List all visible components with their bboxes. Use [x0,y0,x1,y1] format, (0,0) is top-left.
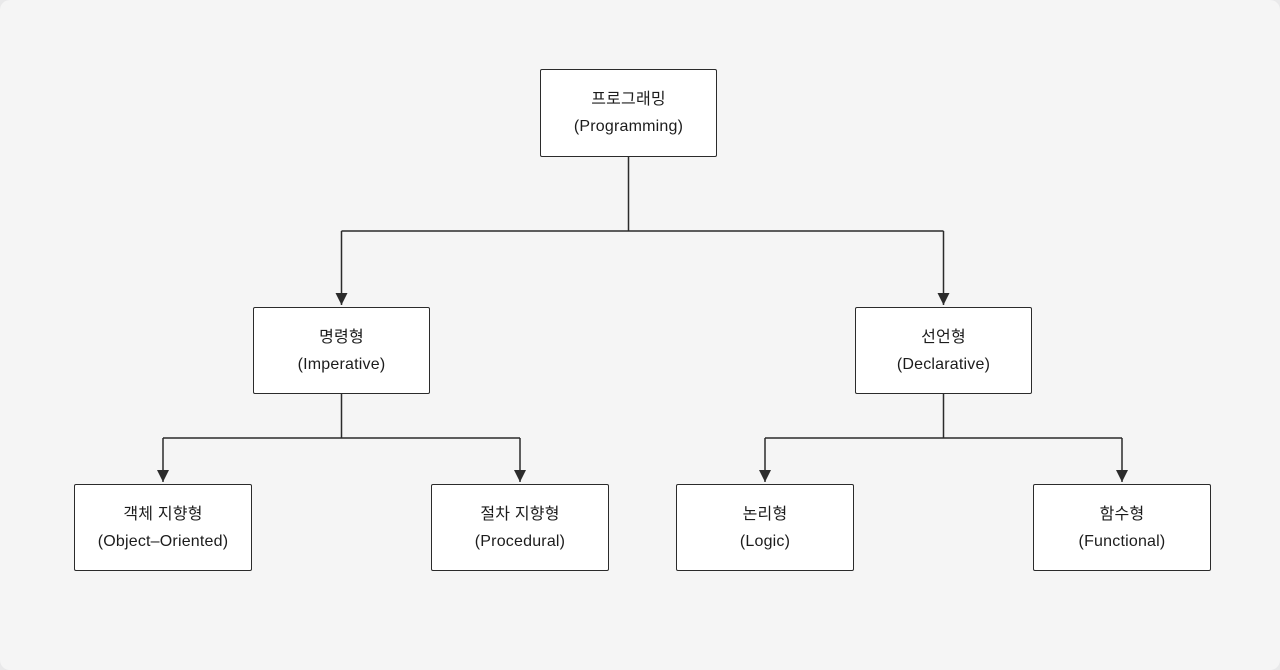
node-label-ko: 함수형 [1099,505,1145,523]
node-declarative: 선언형 (Declarative) [855,307,1032,394]
node-label-en: (Object–Oriented) [97,532,229,550]
node-label-en: (Programming) [573,118,684,135]
node-label-ko: 객체 지향형 [123,505,203,523]
node-label-ko: 선언형 [921,328,966,346]
node-imperative: 명령형 (Imperative) [253,307,430,394]
node-object-oriented: 객체 지향형 (Object–Oriented) [74,484,252,571]
node-procedural: 절차 지향형 (Procedural) [431,484,609,571]
node-functional: 함수형 (Functional) [1033,484,1211,571]
node-label-en: (Procedural) [474,532,566,550]
node-label-en: (Functional) [1078,532,1166,550]
node-programming: 프로그래밍 (Programming) [540,69,717,157]
node-label-en: (Imperative) [297,355,386,373]
node-label-ko: 명령형 [319,328,364,346]
node-logic: 논리형 (Logic) [676,484,854,571]
node-label-ko: 논리형 [742,505,788,523]
node-label-ko: 절차 지향형 [480,505,560,523]
node-label-en: (Declarative) [896,355,991,373]
node-label-ko: 프로그래밍 [591,91,666,108]
node-label-en: (Logic) [739,532,791,550]
